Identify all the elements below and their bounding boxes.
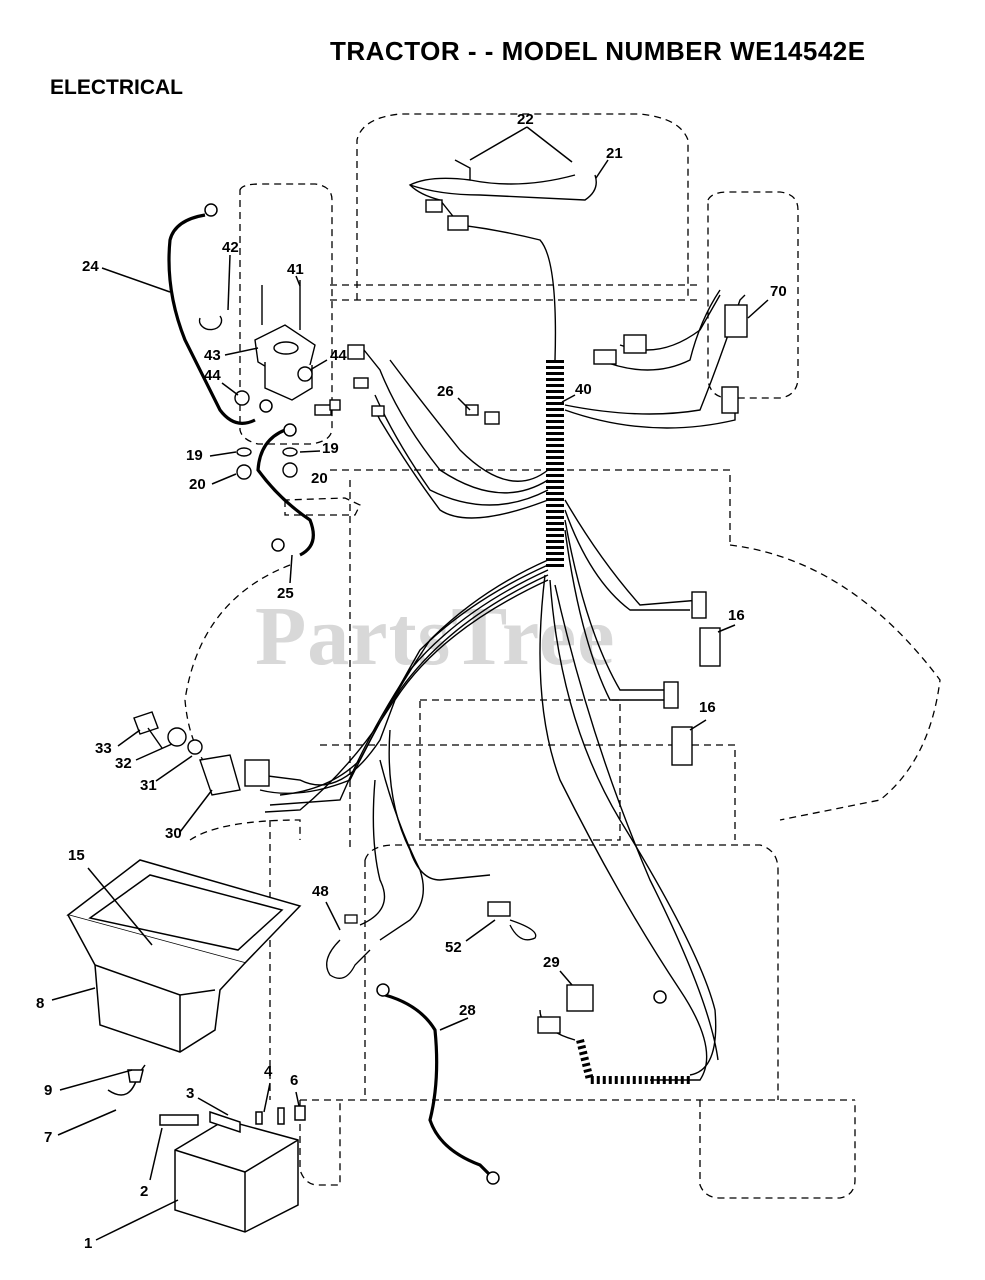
callout-19-left: 19 bbox=[186, 447, 203, 464]
callout-3: 3 bbox=[186, 1085, 195, 1102]
callout-9: 9 bbox=[44, 1082, 53, 1099]
section-title: ELECTRICAL bbox=[50, 76, 183, 99]
callout-6: 6 bbox=[290, 1072, 299, 1089]
ring-terminals bbox=[204, 203, 667, 1185]
callout-33: 33 bbox=[95, 740, 112, 757]
misc-parts bbox=[326, 914, 537, 979]
ignition-switch bbox=[133, 711, 241, 796]
callout-25: 25 bbox=[277, 585, 294, 602]
callout-30: 30 bbox=[165, 825, 182, 842]
callout-42: 42 bbox=[222, 239, 239, 256]
callout-20-right: 20 bbox=[311, 470, 328, 487]
callout-52: 52 bbox=[445, 939, 462, 956]
solenoid-assembly bbox=[198, 280, 316, 480]
battery-parts bbox=[66, 859, 306, 1233]
callout-22: 22 bbox=[517, 111, 534, 128]
callout-16-lower: 16 bbox=[699, 699, 716, 716]
callout-48: 48 bbox=[312, 883, 329, 900]
callout-41: 41 bbox=[287, 261, 304, 278]
connectors bbox=[244, 199, 748, 1034]
callout-43: 43 bbox=[204, 347, 221, 364]
callout-16-upper: 16 bbox=[728, 607, 745, 624]
callout-31: 31 bbox=[140, 777, 157, 794]
callout-1: 1 bbox=[84, 1235, 93, 1252]
callout-21: 21 bbox=[606, 145, 623, 162]
callout-40: 40 bbox=[575, 381, 592, 398]
callout-8: 8 bbox=[36, 995, 45, 1012]
leader-lines bbox=[51, 126, 769, 1241]
battery-cables bbox=[167, 213, 492, 1177]
callout-7: 7 bbox=[44, 1129, 53, 1146]
callout-44-right: 44 bbox=[330, 347, 347, 364]
tractor-outline-dashed bbox=[184, 113, 941, 1199]
callout-29: 29 bbox=[543, 954, 560, 971]
callout-2: 2 bbox=[140, 1183, 149, 1200]
callout-32: 32 bbox=[115, 755, 132, 772]
callout-15: 15 bbox=[68, 847, 85, 864]
callout-20-left: 20 bbox=[189, 476, 206, 493]
page-title: TRACTOR - - MODEL NUMBER WE14542E bbox=[330, 36, 866, 66]
callout-28: 28 bbox=[459, 1002, 476, 1019]
callout-70: 70 bbox=[770, 283, 787, 300]
callout-4: 4 bbox=[264, 1063, 273, 1080]
callout-44-left: 44 bbox=[204, 367, 221, 384]
harness-wires bbox=[259, 159, 746, 1084]
callout-19-right: 19 bbox=[322, 440, 339, 457]
callout-26: 26 bbox=[437, 383, 454, 400]
callout-24: 24 bbox=[82, 258, 99, 275]
